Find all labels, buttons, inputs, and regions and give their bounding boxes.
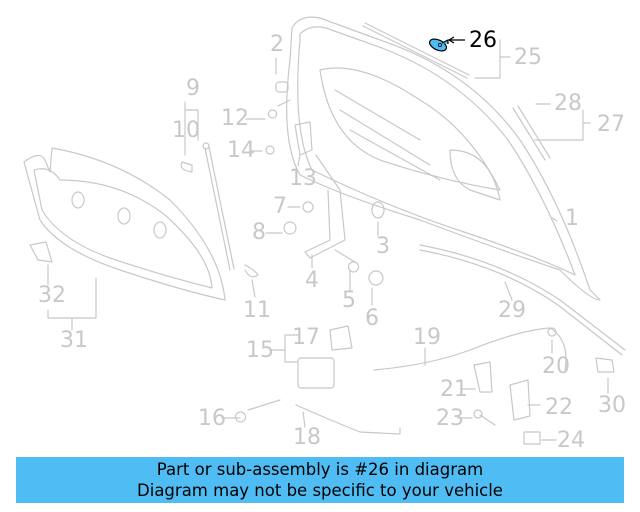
gas-strut-part-9 xyxy=(204,146,235,271)
callout-4[interactable]: 4 xyxy=(305,268,319,293)
callout-32[interactable]: 32 xyxy=(38,283,66,308)
banner-line-1: Part or sub-assembly is #26 in diagram xyxy=(156,460,484,479)
callout-10[interactable]: 10 xyxy=(172,118,200,143)
callout-31[interactable]: 31 xyxy=(60,328,88,353)
callout-3[interactable]: 3 xyxy=(376,234,390,259)
callout-14[interactable]: 14 xyxy=(227,138,255,163)
callout-21[interactable]: 21 xyxy=(440,377,468,402)
callout-15[interactable]: 15 xyxy=(246,338,274,363)
callout-24[interactable]: 24 xyxy=(557,428,585,453)
callout-1[interactable]: 1 xyxy=(565,206,579,231)
callout-11[interactable]: 11 xyxy=(243,298,271,323)
weatherstrip-part-25 xyxy=(362,22,470,79)
callout-18[interactable]: 18 xyxy=(293,425,321,450)
seal-part-27 xyxy=(512,105,551,161)
callout-6[interactable]: 6 xyxy=(365,306,379,331)
banner-line-2: Diagram may not be specific to your vehi… xyxy=(137,481,503,500)
callout-8[interactable]: 8 xyxy=(252,220,266,245)
callout-2[interactable]: 2 xyxy=(270,32,284,57)
callout-26[interactable]: 26 xyxy=(469,28,497,53)
callout-20[interactable]: 20 xyxy=(542,354,570,379)
callout-7[interactable]: 7 xyxy=(273,194,287,219)
highlighted-part-26 xyxy=(428,36,465,52)
seal-part-29 xyxy=(419,244,626,356)
info-banner: Part or sub-assembly is #26 in diagram D… xyxy=(16,457,624,503)
callout-27[interactable]: 27 xyxy=(597,112,625,137)
callout-17[interactable]: 17 xyxy=(292,325,320,350)
callout-25[interactable]: 25 xyxy=(514,45,542,70)
callout-23[interactable]: 23 xyxy=(436,406,464,431)
callout-16[interactable]: 16 xyxy=(198,406,226,431)
callout-13[interactable]: 13 xyxy=(289,166,317,191)
callout-12[interactable]: 12 xyxy=(221,106,249,131)
callout-5[interactable]: 5 xyxy=(342,288,356,313)
callout-29[interactable]: 29 xyxy=(498,298,526,323)
insulator-part-31 xyxy=(23,147,226,301)
hood-panel-part-1 xyxy=(286,16,601,301)
callout-28[interactable]: 28 xyxy=(554,91,582,116)
callout-22[interactable]: 22 xyxy=(545,395,573,420)
callout-30[interactable]: 30 xyxy=(598,393,626,418)
callout-19[interactable]: 19 xyxy=(413,325,441,350)
callout-9[interactable]: 9 xyxy=(186,76,200,101)
